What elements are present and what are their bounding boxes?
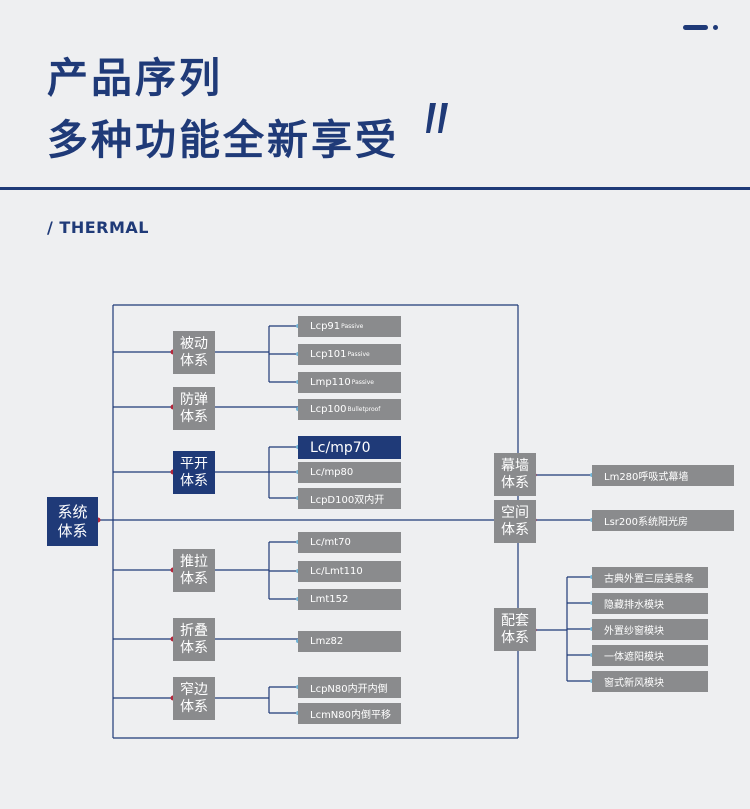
- category-label: 体系: [180, 472, 208, 489]
- product-suffix: Passive: [351, 379, 374, 386]
- root-label-line-2: 体系: [57, 521, 88, 540]
- section-subtitle: / THERMAL: [47, 218, 149, 237]
- category-label: 窄边: [180, 681, 208, 698]
- category-label: 空间: [501, 504, 529, 521]
- product-item: 古典外置三层美景条: [592, 567, 708, 588]
- product-name: Lc/Lmt110: [310, 566, 363, 577]
- category-label: 体系: [501, 521, 529, 538]
- header-divider: [0, 187, 750, 190]
- product-name: Lcp100: [310, 404, 347, 415]
- root-label-line-1: 系统: [57, 502, 88, 521]
- product-suffix: Passive: [347, 351, 370, 358]
- category-narrow-frame: 窄边 体系: [173, 677, 215, 720]
- product-name: LcpN80内开内倒: [310, 684, 388, 695]
- product-item: Lc/mt70: [298, 532, 401, 553]
- product-name: Lmt152: [310, 594, 349, 605]
- product-name: Lsr200系统阳光房: [604, 517, 688, 528]
- product-name: Lcp91: [310, 321, 341, 332]
- category-accessories: 配套 体系: [494, 608, 536, 651]
- category-label: 体系: [180, 570, 208, 587]
- product-item: 一体遮阳模块: [592, 645, 708, 666]
- category-label: 防弹: [180, 391, 208, 408]
- product-item: Lc/mp80: [298, 462, 401, 483]
- product-name: LcmN80内倒平移: [310, 710, 392, 721]
- category-label: 体系: [180, 408, 208, 425]
- category-passive: 被动 体系: [173, 331, 215, 374]
- product-item: 隐藏排水模块: [592, 593, 708, 614]
- category-label: 体系: [180, 698, 208, 715]
- product-name: Lm280呼吸式幕墙: [604, 472, 689, 483]
- category-label: 体系: [180, 352, 208, 369]
- product-name: LcpD100双内开: [310, 495, 385, 506]
- category-label: 体系: [180, 639, 208, 656]
- pill-decoration-icon: [683, 25, 708, 30]
- product-item: 窗式新风模块: [592, 671, 708, 692]
- product-item: Lmt152: [298, 589, 401, 610]
- product-name: Lc/mp70: [310, 439, 371, 456]
- page-title-line-1: 产品序列: [47, 54, 223, 102]
- category-folding: 折叠 体系: [173, 618, 215, 661]
- product-name: Lc/mp80: [310, 467, 354, 478]
- category-bulletproof: 防弹 体系: [173, 387, 215, 430]
- product-item: Lc/Lmt110: [298, 561, 401, 582]
- category-label: 被动: [180, 335, 208, 352]
- product-name: 一体遮阳模块: [604, 652, 664, 663]
- category-label: 平开: [180, 455, 208, 472]
- product-item-highlighted: Lc/mp70: [298, 436, 401, 459]
- product-item: Lm280呼吸式幕墙: [592, 465, 734, 486]
- root-node-system: 系统 体系: [47, 497, 98, 546]
- product-name: 隐藏排水模块: [604, 600, 664, 611]
- category-curtain-wall: 幕墙 体系: [494, 453, 536, 496]
- category-label: 体系: [501, 474, 529, 491]
- category-casement: 平开 体系: [173, 451, 215, 494]
- product-item: Lsr200系统阳光房: [592, 510, 734, 531]
- product-item: Lmz82: [298, 631, 401, 652]
- product-name: Lmz82: [310, 636, 344, 647]
- page-title-line-2: 多种功能全新享受: [47, 116, 399, 164]
- product-name: Lc/mt70: [310, 537, 351, 548]
- category-space: 空间 体系: [494, 500, 536, 543]
- product-item: LcpD100双内开: [298, 488, 401, 509]
- product-item: 外置纱窗模块: [592, 619, 708, 640]
- dot-decoration-icon: [713, 25, 718, 30]
- product-name: Lcp101: [310, 349, 347, 360]
- product-name: 窗式新风模块: [604, 678, 664, 689]
- category-label: 体系: [501, 629, 529, 646]
- product-name: 外置纱窗模块: [604, 626, 664, 637]
- category-label: 推拉: [180, 553, 208, 570]
- category-label: 配套: [501, 612, 529, 629]
- product-item: LcmN80内倒平移: [298, 703, 401, 724]
- category-sliding: 推拉 体系: [173, 549, 215, 592]
- product-item: LcpN80内开内倒: [298, 677, 401, 698]
- product-name: 古典外置三层美景条: [604, 574, 694, 585]
- product-suffix: Bulletproof: [347, 406, 381, 413]
- product-name: Lmp110: [310, 377, 351, 388]
- category-label: 幕墙: [501, 457, 529, 474]
- product-suffix: Passive: [341, 323, 364, 330]
- category-label: 折叠: [180, 622, 208, 639]
- closing-quote-icon: [426, 103, 448, 133]
